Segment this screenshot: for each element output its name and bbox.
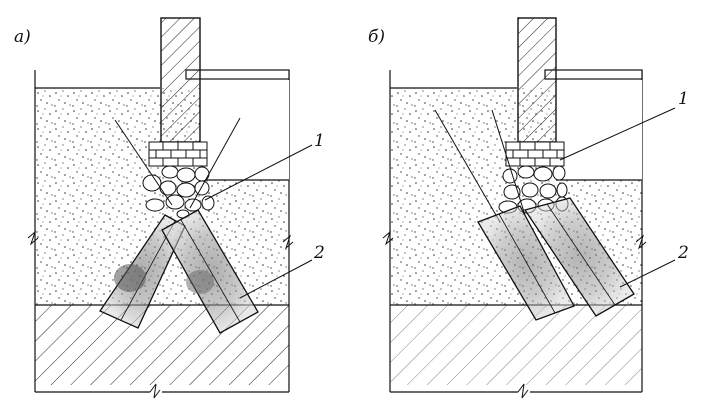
rubble-foundation (142, 165, 215, 219)
panel-a (27, 17, 313, 399)
panel-a-label: а) (14, 27, 31, 47)
clay-layer (390, 305, 642, 385)
brick-masonry (505, 141, 565, 167)
clay-layer (35, 305, 289, 385)
brick-masonry (148, 141, 208, 167)
callout-2-b: 2 (677, 243, 689, 263)
wall (160, 17, 201, 143)
wall (517, 17, 557, 143)
callout-2-a: 2 (313, 243, 325, 263)
floor-slab (185, 69, 290, 80)
grout-column-right (161, 209, 259, 334)
basement-room (556, 80, 642, 180)
panel-b-label: б) (368, 27, 385, 47)
grout-column-left (99, 214, 186, 329)
floor-slab (544, 69, 643, 80)
grout-column-right (523, 197, 635, 317)
callout-1-b: 1 (678, 89, 689, 109)
panel-b (382, 17, 676, 399)
callout-1-a: 1 (314, 131, 325, 151)
grout-column-left (477, 205, 575, 321)
